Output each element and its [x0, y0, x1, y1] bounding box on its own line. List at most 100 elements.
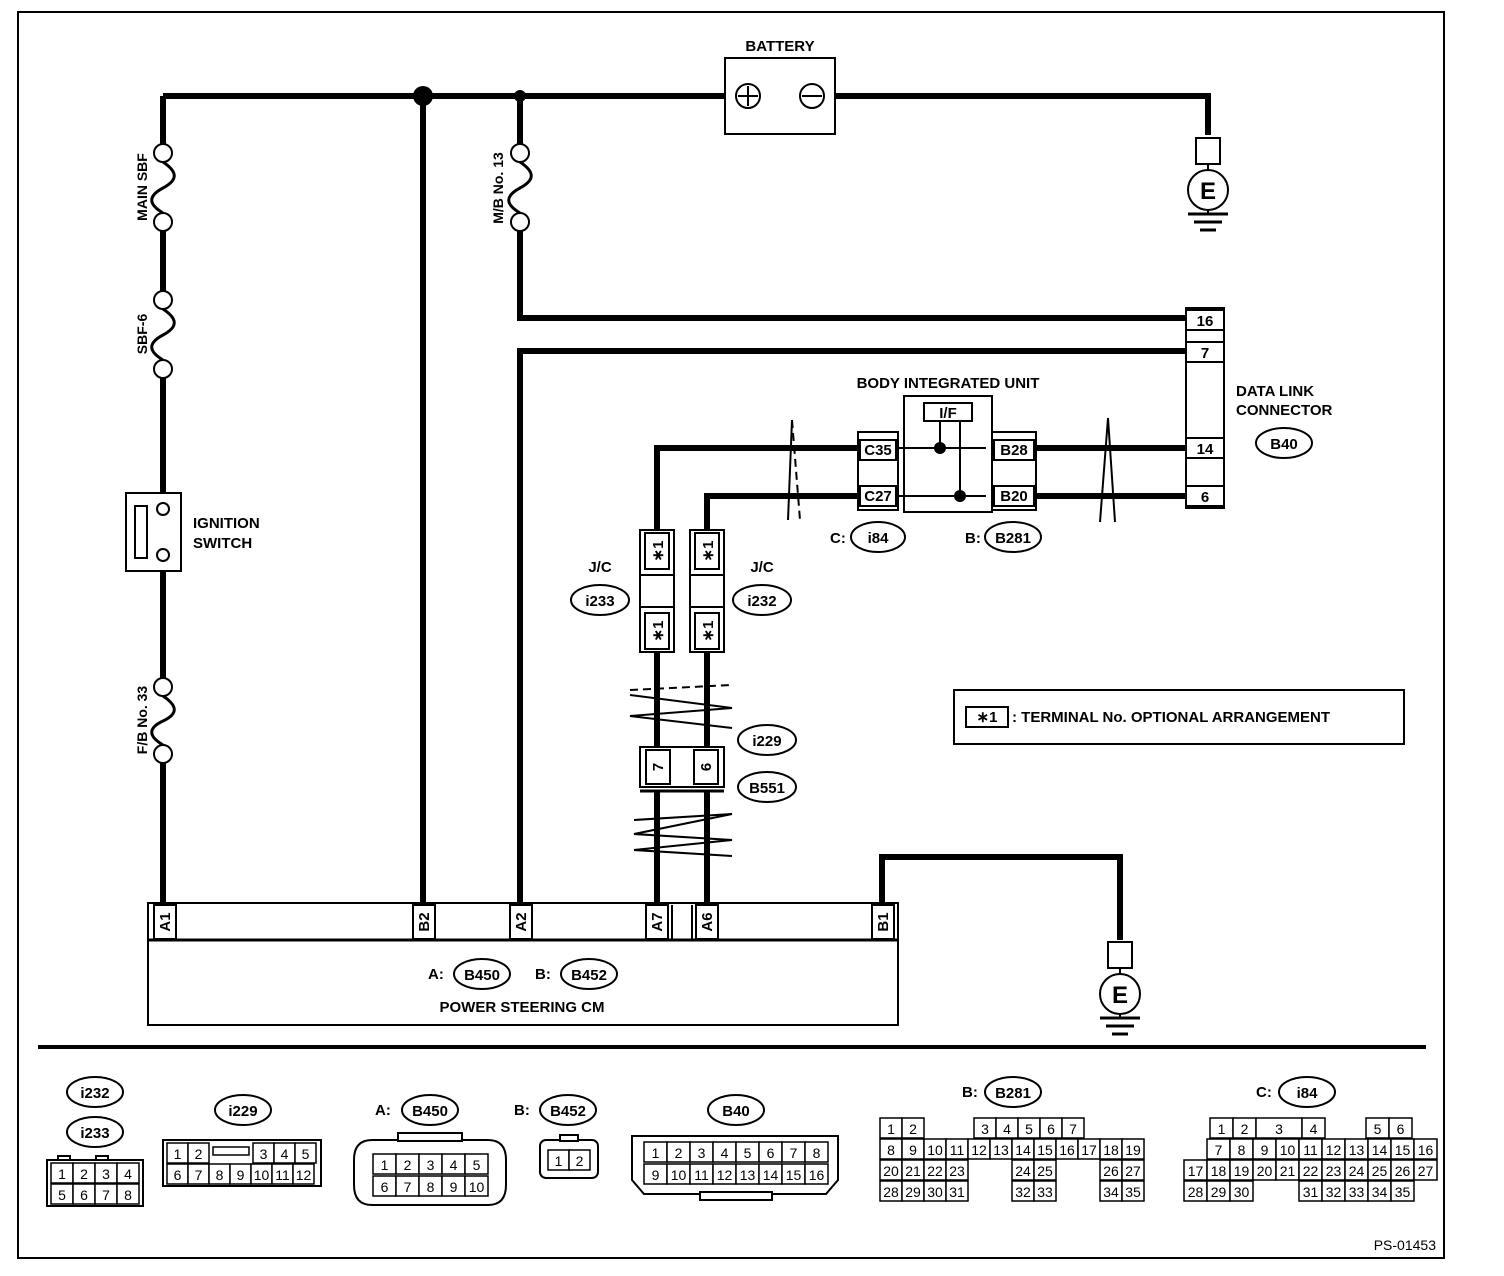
pin-number: 4: [1003, 1121, 1011, 1137]
body-integrated-unit: BODY INTEGRATED UNIT I/F C35 C27 B28 B20…: [830, 375, 1042, 553]
pin-number: 8: [427, 1179, 435, 1195]
pin-number: 2: [909, 1121, 917, 1137]
pin-number: 8: [216, 1167, 224, 1183]
pin-number: 9: [237, 1167, 245, 1183]
jc-label-right: J/C: [750, 559, 774, 576]
view-i233-id: i233: [80, 1125, 109, 1142]
cm-pin-b1: B1: [875, 912, 892, 931]
cm-connector-b452: B452: [571, 967, 607, 984]
pin-number: 29: [1211, 1184, 1227, 1200]
pin-number: 35: [1395, 1184, 1411, 1200]
pin-number: 32: [1326, 1184, 1342, 1200]
pin-number: 12: [717, 1167, 733, 1183]
jc-i232-mark-bottom: ∗1: [700, 621, 717, 642]
pin-number: 1: [58, 1166, 66, 1182]
if-label: I/F: [939, 405, 957, 422]
pin-number: 14: [1015, 1142, 1031, 1158]
view-b40-id: B40: [722, 1103, 750, 1120]
pin-cell: [294, 1142, 317, 1164]
pin-number: 9: [652, 1167, 660, 1183]
pin-number: 12: [296, 1167, 312, 1183]
pin-number: 16: [1059, 1142, 1075, 1158]
power-steering-cm: A1 B2 A2 A7 A6 B1 A: B450 B: B452 POWER …: [147, 902, 899, 1026]
dlc-pin-7: 7: [1201, 345, 1209, 362]
cm-pin-a7: A7: [649, 912, 666, 931]
dlc-label-2: CONNECTOR: [1236, 402, 1333, 419]
pin-number: 26: [1103, 1163, 1119, 1179]
pin-number: 8: [887, 1142, 895, 1158]
pin-number: 5: [1374, 1121, 1382, 1137]
pin-number: 34: [1103, 1184, 1119, 1200]
pin-number: 7: [790, 1145, 798, 1161]
pin-number: 2: [1241, 1121, 1249, 1137]
pin-number: 5: [473, 1157, 481, 1173]
pin-number: 23: [1326, 1163, 1342, 1179]
pin-cell: [1033, 1180, 1057, 1202]
pin-number: 15: [1037, 1142, 1053, 1158]
pin-number: 30: [927, 1184, 943, 1200]
pin-number: 7: [1215, 1142, 1223, 1158]
pin-number: 15: [1395, 1142, 1411, 1158]
dlc-pin-14: 14: [1197, 441, 1214, 458]
pin-number: 4: [450, 1157, 458, 1173]
pin-number: 3: [698, 1145, 706, 1161]
jc-i233-mark-top: ∗1: [650, 541, 667, 562]
pin-number: 12: [1326, 1142, 1342, 1158]
pin-number: 3: [102, 1166, 110, 1182]
pin-number: 6: [1397, 1121, 1405, 1137]
pin-cell: [945, 1159, 969, 1181]
pin-number: 4: [721, 1145, 729, 1161]
view-b452-id: B452: [550, 1103, 586, 1120]
pin-cell: [901, 1117, 925, 1139]
pin-number: 5: [302, 1146, 310, 1162]
pin-cell: [945, 1180, 969, 1202]
jc-connector-i232: i232: [747, 593, 776, 610]
pin-number: 2: [195, 1146, 203, 1162]
pin-cell: [1121, 1159, 1145, 1181]
dlc-pin-6: 6: [1201, 489, 1209, 506]
pin-cell: [1388, 1117, 1413, 1139]
pin-number: 28: [883, 1184, 899, 1200]
pin-number: 14: [1372, 1142, 1388, 1158]
pin-number: 18: [1211, 1163, 1227, 1179]
pin-number: 14: [763, 1167, 779, 1183]
pin-number: 26: [1395, 1163, 1411, 1179]
pin-number: 11: [1303, 1142, 1318, 1158]
pin-number: 4: [281, 1146, 289, 1162]
dlc-connector-id: B40: [1270, 436, 1298, 453]
pin-number: 29: [905, 1184, 921, 1200]
biu-connector-i84: i84: [868, 530, 890, 547]
pin-number: 4: [1310, 1121, 1318, 1137]
biu-pin-c27: C27: [864, 488, 892, 505]
pin-number: 21: [1280, 1163, 1296, 1179]
pin-number: 2: [576, 1153, 584, 1169]
fb33-label: F/B No. 33: [134, 686, 150, 755]
ignition-switch-label-1: IGNITION: [193, 515, 260, 532]
connector-i229-id: i229: [752, 733, 781, 750]
ground-symbol: E: [1187, 137, 1229, 232]
pin-number: 10: [469, 1179, 485, 1195]
pin-cell: [292, 1163, 315, 1185]
pin-number: 1: [652, 1145, 660, 1161]
ground-label-2: E: [1112, 982, 1128, 1009]
pin-number: 5: [744, 1145, 752, 1161]
junction-dot: [413, 86, 433, 106]
pin-number: 22: [1303, 1163, 1319, 1179]
cm-pin-a1: A1: [157, 912, 174, 931]
pin-number: 10: [927, 1142, 943, 1158]
junction-dot: [514, 90, 526, 102]
pin-number: 10: [254, 1167, 270, 1183]
biu-pin-c35: C35: [864, 442, 892, 459]
pin-number: 6: [767, 1145, 775, 1161]
biu-label: BODY INTEGRATED UNIT: [857, 375, 1040, 392]
view-i84-id: i84: [1297, 1085, 1319, 1102]
view-b452-prefix: B:: [514, 1102, 530, 1119]
pin-cell: [1061, 1117, 1085, 1139]
pin-number: 12: [971, 1142, 987, 1158]
pin-number: 2: [675, 1145, 683, 1161]
